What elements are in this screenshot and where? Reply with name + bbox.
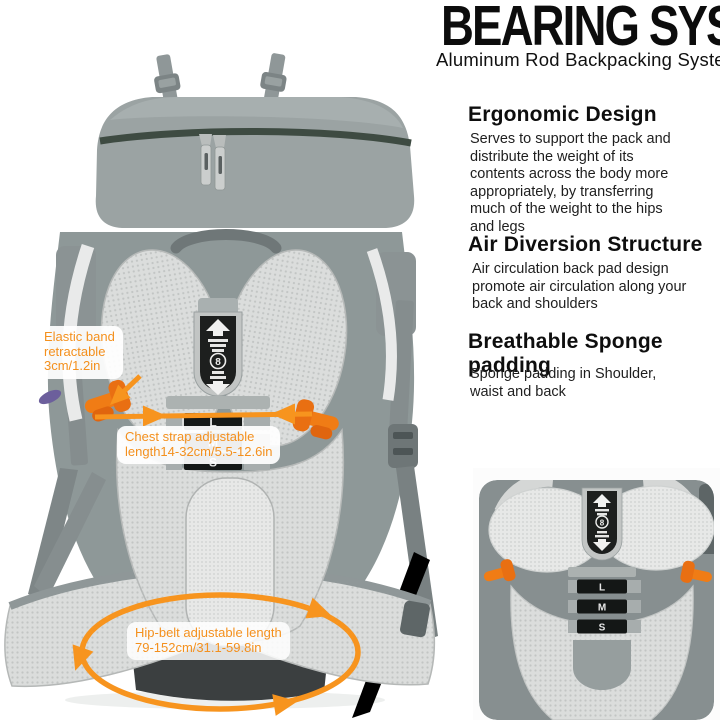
torso-adjust-strip: 8 [193,298,243,397]
callout-elastic-band: Elastic band retractable 3cm/1.2in [36,326,123,379]
lid [95,97,415,228]
feature-heading-ergonomic: Ergonomic Design [468,103,657,126]
size-label-l: L [209,416,216,430]
lid-strap-right [260,53,287,110]
chest-strap-arrow [94,374,313,427]
inset-lumbar-top [573,640,631,690]
handle [170,229,282,254]
svg-text:M: M [598,603,606,614]
callout-elastic-line2: retractable [44,343,106,359]
svg-text:S: S [599,623,606,634]
zipper-pulls [199,134,226,191]
feature-heading-air-diversion: Air Diversion Structure [468,233,703,256]
page-title: BEARING SYSTEM [441,0,720,58]
callout-chest-strap: Chest strap adjustable length14-32cm/5.5… [117,426,281,465]
page-subtitle: Aluminum Rod Backpacking System [436,49,720,70]
elastic-band [38,389,62,405]
inset-chest-buckle-left [483,559,516,582]
feature-heading-sponge-padding: Breathable Sponge padding [468,330,663,377]
callout-hip-line1: Hip-belt adjustable length [135,625,282,640]
lumbar-pad [185,477,275,647]
callout-chest-line2: length14-32cm/5.5-12.6in [125,443,273,459]
hip-belt-ellipse-arrow [72,592,361,716]
inset-chest-buckle-right [680,560,712,583]
svg-text:8: 8 [215,357,221,368]
svg-text:8: 8 [600,519,605,528]
up-arrow-icon [206,319,230,352]
detail-inset-photo: 8 L M S [473,468,720,720]
svg-text:L: L [599,583,605,594]
callout-chest-line1: Chest strap adjustable [125,429,255,444]
inset-torso-adjust-strip: 8 [581,487,623,561]
callout-hip-line2: 79-152cm/31.1-59.8in [135,639,262,655]
lower-strap-left [28,468,78,600]
zipper [99,128,412,147]
down-arrow-icon [206,371,230,395]
feature-body-air-diversion: Air circulation back pad design promote … [472,261,687,312]
callout-elastic-line3: 3cm/1.2in [44,358,101,374]
inset-size-ladder: L M S [568,567,641,634]
callout-elastic-line1: Elastic band [44,329,115,344]
lid-strap-left [154,54,181,111]
lid-top-highlight [110,97,403,128]
callout-hip-belt: Hip-belt adjustable length 79-152cm/31.1… [127,622,290,661]
ladder-buckle-right [388,424,418,468]
lower-strap-left-diag [34,472,106,598]
feature-body-sponge-padding: Sponge padding in Shoulder, waist and ba… [470,366,657,400]
shoulder-webbing-right [366,248,397,401]
brand-logo-icon: 8 [209,352,227,370]
feature-body-ergonomic: Serves to support the pack and distribut… [470,131,671,235]
